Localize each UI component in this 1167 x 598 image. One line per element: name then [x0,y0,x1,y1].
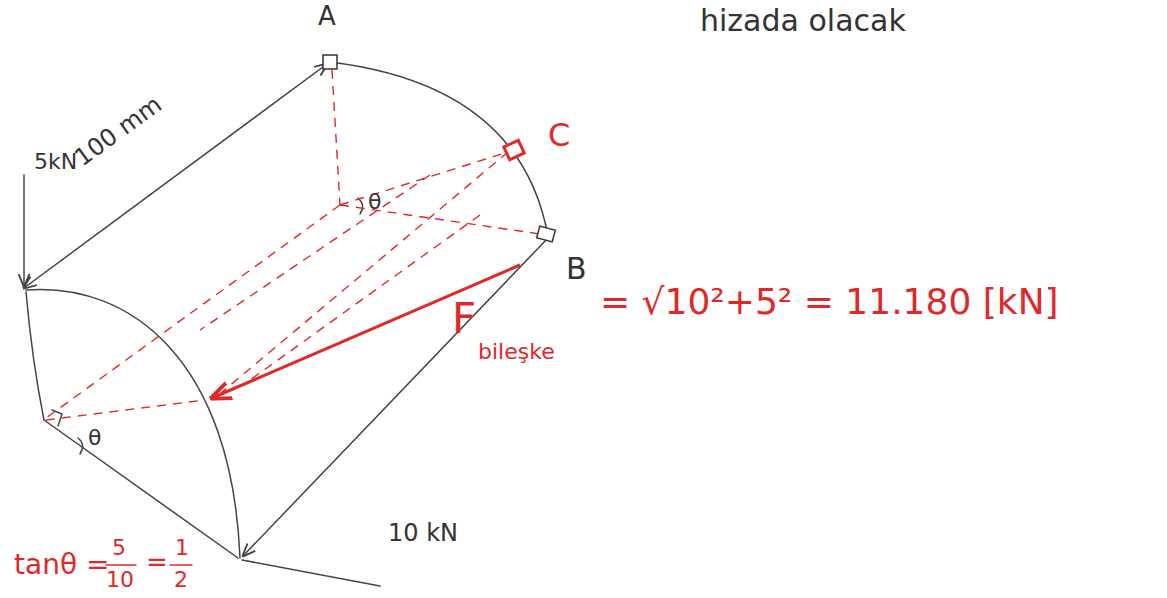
subscript-label: bileşke [478,340,555,364]
angle-label: θ [368,190,381,214]
force-symbol: F [452,296,476,342]
dashed-line [332,70,340,205]
dimension-label: 100 mm [70,91,167,171]
fraction-number: 1 [175,536,189,560]
formula-text: = [146,548,168,577]
fraction-bar [106,564,136,566]
front-arc [26,289,240,558]
note-text: hizada olacak [700,4,906,37]
fraction-bar [170,564,192,566]
fraction-number: 5 [112,536,126,560]
force-line [242,560,380,586]
angle-arc [78,438,83,454]
point-label: B [566,252,587,285]
dashed-line [215,152,508,398]
radius-line [26,292,44,420]
radius-line [44,420,238,558]
formula-text: tanθ = [14,550,109,581]
point-label: C [548,118,570,153]
force-label: 5kN [34,150,77,174]
dashed-line [46,400,205,420]
dimension-line [24,64,327,288]
point-label: A [318,2,336,31]
fraction-number: 2 [174,568,188,592]
angle-arc [358,198,363,214]
force-arrow [243,238,548,556]
dashed-line [46,205,340,418]
formula-text: = √10²+5² = 11.180 [kN] [600,282,1059,322]
force-arrow [23,175,25,286]
fraction-number: 10 [106,568,134,592]
support-block [504,140,524,159]
dashed-line [200,175,430,330]
angle-label: θ [88,426,101,450]
support-block [323,55,337,69]
force-label: 10 kN [388,520,458,546]
back-arc [330,62,548,236]
resultant-arrow [212,265,520,398]
support-block [537,226,556,242]
